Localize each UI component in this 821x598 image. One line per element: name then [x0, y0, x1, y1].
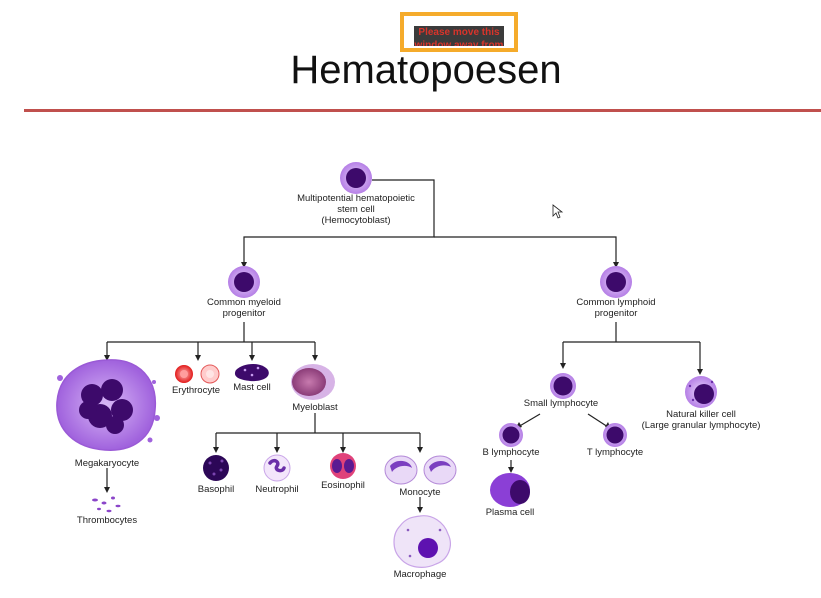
myeloblast-label: Myeloblast [292, 402, 338, 413]
megakaryocyte-label: Megakaryocyte [75, 458, 139, 469]
common-myeloid-progenitor: Common myeloid progenitor [207, 266, 281, 319]
stem-cell: Multipotential hematopoietic stem cell (… [297, 162, 415, 226]
monocyte-cells: Monocyte [384, 455, 457, 498]
overlay-warning-text: Please move this window away from [414, 26, 504, 46]
b-lymphocyte-cell: B lymphocyte [482, 423, 540, 458]
common-lymphoid-progenitor: Common lymphoid progenitor [576, 266, 656, 319]
basophil-cell: Basophil [198, 455, 234, 495]
nk-label-1: Natural killer cell [666, 409, 736, 420]
connector-lines [104, 179, 703, 513]
monocyte-label: Monocyte [399, 487, 440, 498]
myeloid-label-2: progenitor [223, 308, 266, 319]
neutrophil-cell: Neutrophil [255, 454, 299, 495]
myeloblast-cell: Myeloblast [291, 364, 338, 413]
plasma-cell-label: Plasma cell [486, 507, 535, 518]
eosinophil-cell: Eosinophil [321, 453, 365, 491]
eosinophil-label: Eosinophil [321, 480, 365, 491]
basophil-label: Basophil [198, 484, 234, 495]
thrombocytes-cells: Thrombocytes [77, 496, 137, 526]
erythrocyte-label: Erythrocyte [172, 385, 220, 396]
erythrocyte-cells: Erythrocyte [172, 364, 220, 396]
stem-label-2: stem cell [337, 204, 374, 215]
mast-cell: Mast cell [233, 364, 271, 393]
stem-label-3: (Hemocytoblast) [321, 215, 390, 226]
myeloid-label-1: Common myeloid [207, 297, 281, 308]
lymphoid-label-1: Common lymphoid [576, 297, 655, 308]
screen-share-warning-overlay[interactable]: Please move this window away from [400, 12, 518, 52]
mouse-cursor-icon [552, 204, 564, 219]
natural-killer-cell: Natural killer cell (Large granular lymp… [642, 376, 761, 431]
small-lymphocyte-label: Small lymphocyte [524, 398, 598, 409]
thrombocytes-label: Thrombocytes [77, 515, 137, 526]
megakaryocyte-cell: Megakaryocyte [56, 359, 160, 469]
macrophage-cell: Macrophage [393, 515, 451, 580]
b-lymphocyte-label: B lymphocyte [482, 447, 539, 458]
title-divider [24, 109, 821, 112]
slide-title: Hematopoesen [290, 48, 562, 92]
t-lymphocyte-label: T lymphocyte [587, 447, 643, 458]
macrophage-label: Macrophage [394, 569, 447, 580]
plasma-cell: Plasma cell [486, 473, 535, 518]
lymphoid-label-2: progenitor [595, 308, 638, 319]
mast-cell-label: Mast cell [233, 382, 270, 393]
small-lymphocyte-cell: Small lymphocyte [524, 373, 598, 409]
neutrophil-label: Neutrophil [255, 484, 298, 495]
t-lymphocyte-cell: T lymphocyte [587, 423, 643, 458]
nk-label-2: (Large granular lymphocyte) [642, 420, 761, 431]
stem-label-1: Multipotential hematopoietic [297, 193, 415, 204]
